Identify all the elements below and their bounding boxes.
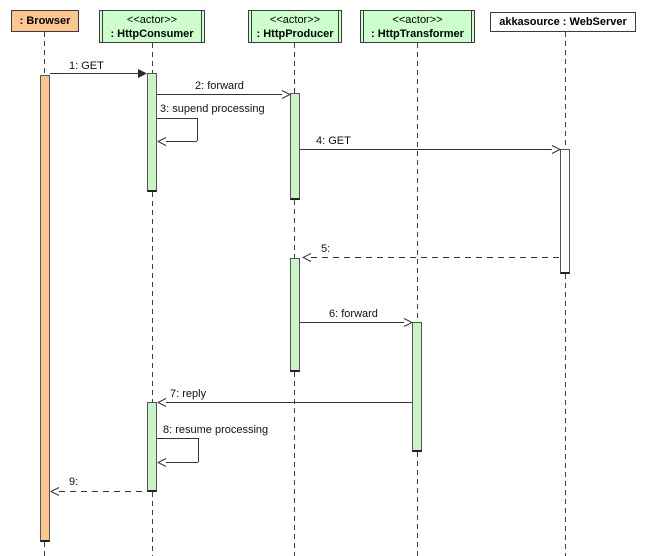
message-9-label: 9: — [69, 476, 79, 488]
participant-label-httpproducer: : HttpProducer — [256, 27, 334, 40]
participant-box-webserver: akkasource : WebServer — [490, 12, 636, 32]
message-7-label: 7: reply — [170, 388, 207, 400]
participant-label-httpconsumer: : HttpConsumer — [110, 27, 194, 40]
message-1-label: 1: GET — [69, 60, 104, 72]
participant-label-browser: : Browser — [19, 15, 71, 27]
message-8-line-down — [198, 438, 199, 462]
participant-box-browser: : Browser — [11, 10, 79, 32]
activation-bar-httpconsumer-1 — [147, 73, 157, 192]
activation-bar-httpconsumer-2 — [147, 402, 157, 492]
lifeline-httpconsumer-segment — [152, 43, 153, 73]
actor-box-sideline — [471, 11, 472, 42]
message-8-line-back — [166, 462, 198, 463]
message-6-label: 6: forward — [329, 308, 378, 320]
lifeline-httpproducer-segment — [294, 200, 295, 258]
message-8-line-out — [157, 438, 198, 439]
lifeline-httpconsumer-segment — [152, 192, 153, 402]
message-5-line — [311, 257, 561, 258]
participant-label-webserver: akkasource : WebServer — [499, 16, 627, 28]
stereotype-label: <<actor>> — [392, 13, 443, 26]
message-2-line — [157, 94, 282, 95]
actor-box-sideline — [201, 11, 202, 42]
actor-box-sideline — [363, 11, 364, 42]
message-7-line — [166, 402, 412, 403]
participant-box-httpconsumer: <<actor>> : HttpConsumer — [99, 10, 205, 43]
stereotype-label: <<actor>> — [126, 13, 178, 26]
lifeline-webserver-segment — [565, 32, 566, 149]
message-4-label: 4: GET — [316, 135, 351, 147]
activation-bar-httpproducer-1 — [290, 93, 300, 200]
actor-box-sideline — [338, 11, 339, 42]
arrowhead-open-right-icon — [551, 145, 561, 154]
participant-box-httptransformer: <<actor>> : HttpTransformer — [360, 10, 475, 43]
arrowhead-open-left-icon — [302, 253, 312, 262]
message-1-line — [50, 73, 138, 74]
lifeline-webserver-segment — [565, 274, 566, 556]
lifeline-httptransformer-segment — [417, 43, 418, 322]
actor-box-sideline — [251, 11, 252, 42]
activation-bar-webserver — [560, 149, 570, 274]
lifeline-browser-segment — [44, 542, 45, 556]
message-4-line — [300, 149, 552, 150]
lifeline-browser-segment — [44, 32, 45, 75]
arrowhead-open-left-icon — [50, 487, 60, 496]
arrowhead-open-right-icon — [403, 318, 413, 327]
arrowhead-filled-right-icon — [138, 69, 147, 78]
participant-label-httptransformer: : HttpTransformer — [371, 27, 464, 40]
message-3-line-back — [166, 141, 197, 142]
actor-box-sideline — [102, 11, 103, 42]
arrowhead-open-left-icon — [157, 398, 167, 407]
message-8-label: 8: resume processing — [163, 424, 269, 436]
message-3-line-out — [157, 118, 197, 119]
message-9-line — [59, 491, 147, 492]
participant-box-httpproducer: <<actor>> : HttpProducer — [248, 10, 342, 43]
activation-bar-httptransformer — [412, 322, 422, 452]
arrowhead-open-left-icon — [157, 137, 167, 146]
lifeline-httpconsumer-segment — [152, 492, 153, 556]
arrowhead-open-left-icon — [157, 458, 167, 467]
stereotype-label: <<actor>> — [269, 13, 321, 26]
activation-bar-httpproducer-2 — [290, 258, 300, 372]
message-2-label: 2: forward — [195, 80, 244, 92]
lifeline-httpproducer-segment — [294, 43, 295, 93]
lifeline-httptransformer-segment — [417, 452, 418, 556]
message-6-line — [300, 322, 404, 323]
lifeline-httpproducer-segment — [294, 372, 295, 556]
message-3-line-down — [197, 118, 198, 141]
activation-bar-browser — [40, 75, 50, 542]
arrowhead-open-right-icon — [281, 90, 291, 99]
message-5-label: 5: — [321, 243, 331, 255]
message-3-label: 3: supend processing — [160, 103, 265, 115]
